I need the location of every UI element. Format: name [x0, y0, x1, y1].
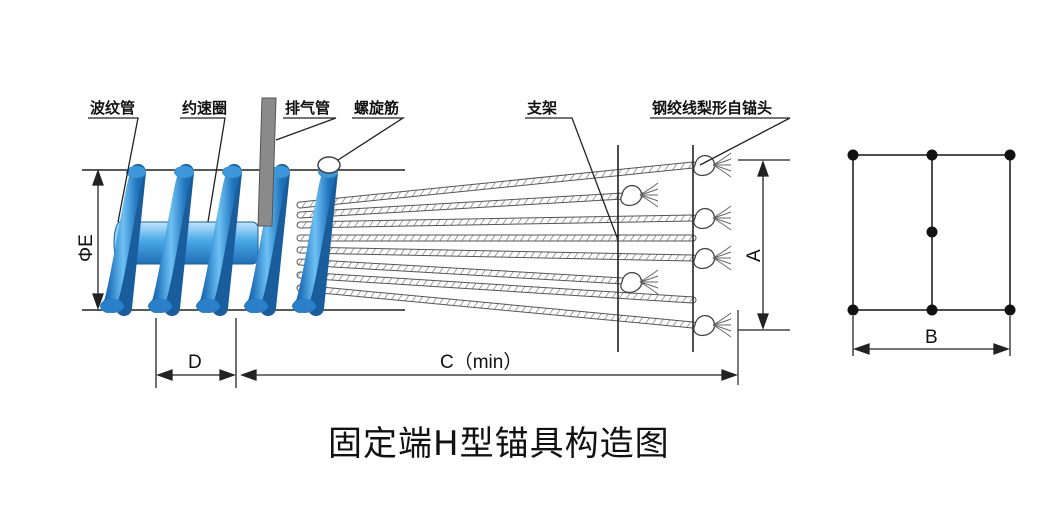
wire-fan [639, 269, 659, 283]
pear-anchor-head [693, 247, 716, 270]
wire-fan [639, 281, 659, 295]
wire-fan [712, 152, 732, 166]
wire-fan [712, 164, 732, 178]
wire-fan [639, 275, 659, 283]
dimension-c [240, 369, 738, 381]
wire-fan [712, 205, 732, 219]
label-pear-anchor: 钢绞线梨形自锚头 [652, 99, 772, 117]
coil-base [196, 299, 220, 313]
coil-top [126, 166, 146, 178]
coil-base [100, 299, 124, 313]
pear-anchor-heads [620, 152, 732, 338]
spiral-end-cap [317, 156, 341, 174]
wire-fan [639, 182, 659, 196]
wire-fan [712, 217, 732, 231]
steel-strand [297, 215, 696, 228]
wire-fan [639, 194, 659, 208]
dimension-d [155, 318, 237, 388]
wire-fan [712, 158, 732, 166]
wire-fan [712, 324, 732, 338]
coil-top [222, 166, 242, 178]
label-vent-pipe: 排气管 [285, 99, 330, 117]
steel-strand [297, 272, 696, 303]
wire-fan [712, 257, 732, 271]
coil-base [244, 299, 268, 313]
wire-fan [712, 245, 732, 259]
label-corrugated-pipe: 波纹管 [90, 99, 135, 117]
label-support-frame: 支架 [526, 99, 557, 117]
wire-fan [712, 251, 732, 259]
dim-label-e: ΦE [76, 234, 97, 262]
dim-label-c: C（min） [440, 351, 522, 373]
dimension-a [757, 160, 769, 330]
pear-anchor-head [620, 184, 643, 207]
steel-strand [297, 162, 696, 208]
pear-anchor-head [620, 271, 643, 294]
pear-anchor-head [693, 314, 716, 337]
steel-strand [297, 247, 696, 261]
h-frame-strand-points [847, 149, 1016, 316]
wire-fan [639, 188, 659, 196]
steel-strand [297, 192, 643, 218]
page-title: 固定端H型锚具构造图 [328, 424, 670, 464]
dim-label-b: B [925, 327, 938, 348]
wire-fan [712, 318, 732, 326]
dimension-b [852, 316, 1011, 356]
coil-top [270, 166, 290, 178]
label-spiral-rebar: 螺旋筋 [354, 99, 399, 117]
leader-lines [88, 117, 791, 241]
coil-top [174, 166, 194, 178]
steel-strands [296, 161, 697, 329]
wire-fan [712, 312, 732, 326]
steel-strand [297, 259, 643, 285]
label-restraint-ring: 约速圈 [182, 99, 227, 117]
coil-base [292, 299, 316, 313]
spiral-rebar-coils [100, 164, 338, 316]
dim-label-d: D [188, 352, 202, 373]
pear-anchor-head [693, 207, 716, 230]
dimension-e [92, 169, 104, 310]
steel-strand [297, 285, 696, 328]
coil-base [148, 299, 172, 313]
dim-label-a: A [744, 249, 765, 262]
vent-pipe [257, 97, 277, 227]
wire-fan [712, 211, 732, 219]
